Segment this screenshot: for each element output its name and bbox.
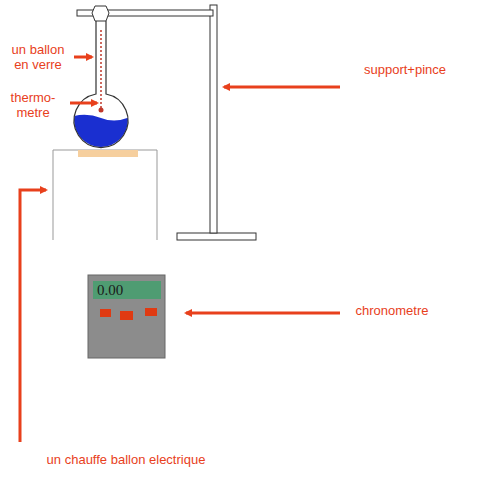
thermometer-bulb xyxy=(99,108,104,113)
liquid xyxy=(70,115,132,150)
stopwatch-button xyxy=(120,311,133,320)
part-label: chronometre xyxy=(342,303,442,318)
heater-body xyxy=(53,150,157,240)
part-label: un ballon en verre xyxy=(4,42,72,72)
stopwatch-button xyxy=(145,308,157,316)
leader-arrow xyxy=(224,86,340,89)
stand-rod xyxy=(210,5,217,233)
flask xyxy=(70,21,132,150)
leader-arrow xyxy=(186,312,340,315)
stopwatch-button xyxy=(100,309,111,317)
leader-arrow xyxy=(70,102,97,105)
heater-pad xyxy=(78,150,138,157)
stopwatch xyxy=(88,275,165,358)
part-label: un chauffe ballon electrique xyxy=(26,452,226,467)
flask-outline xyxy=(74,21,128,148)
stopwatch-display: 0.00 xyxy=(93,281,161,299)
stopwatch-body xyxy=(88,275,165,358)
heater xyxy=(53,150,157,240)
thermometer xyxy=(100,30,102,108)
clamp xyxy=(92,6,109,21)
part-label: support+pince xyxy=(345,62,465,77)
leader-arrows xyxy=(20,57,340,442)
stand-base xyxy=(177,233,256,240)
leader-arrow xyxy=(20,190,46,442)
leader-arrow xyxy=(74,56,92,59)
display-readout: 0.00 xyxy=(97,282,123,298)
part-label: thermo- metre xyxy=(4,90,62,120)
